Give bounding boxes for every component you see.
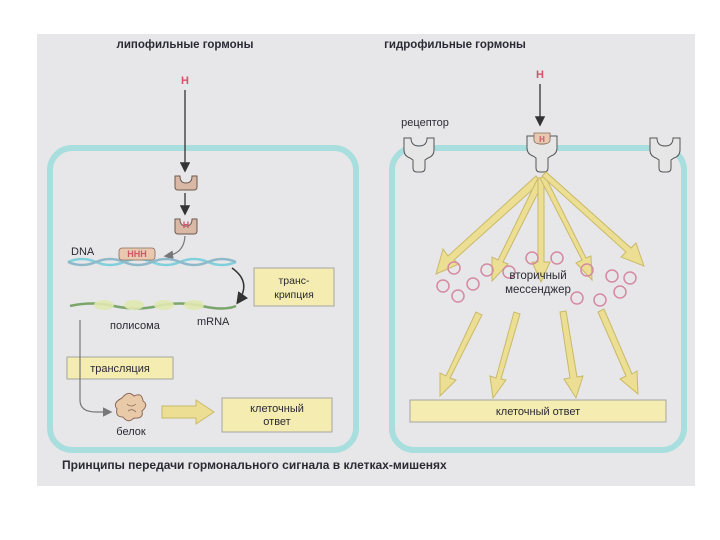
receptor-bound-hormone-right: H: [539, 135, 545, 144]
to-cell-response-arrow: [161, 399, 215, 425]
receptor-label: рецептор: [401, 117, 449, 129]
second-messenger-line2: мессенджер: [505, 284, 571, 296]
translation-box: [66, 356, 174, 380]
heading-hydrophilic: гидрофильные гормоны: [384, 39, 526, 51]
complex-to-dna-arrow: [163, 235, 186, 260]
left-cell-response-line1: клеточный: [250, 403, 304, 415]
left-cell-membrane: [47, 145, 359, 453]
dna-bound-hormones: HHH: [127, 249, 147, 259]
receptor-bound-hormone: H: [183, 220, 190, 230]
dna-strand-b: [67, 257, 237, 267]
right-cell-response-box: [409, 399, 667, 423]
left-cell-response-line2: ответ: [263, 416, 290, 428]
left-cell-response-box: [221, 397, 333, 433]
right-hormone: H: [536, 69, 544, 81]
cytoplasmic-receptor-icon: [174, 175, 198, 191]
heading-lipophilic: липофильные гормоны: [117, 39, 254, 51]
transcription-label-line2: крипция: [274, 289, 314, 301]
receptor-icon-right: [649, 137, 681, 173]
transcription-label-line1: транс-: [278, 275, 310, 287]
polysome-label: полисома: [110, 320, 161, 332]
translation-arrow: [79, 320, 113, 417]
translation-label: трансляция: [90, 363, 150, 375]
protein-icon: [114, 392, 147, 422]
effector-arrows: [439, 308, 639, 400]
second-messenger-line1: вторичный: [509, 270, 566, 282]
second-messenger-molecules: [436, 251, 637, 307]
polysome-ribosomes-icon: [94, 300, 204, 310]
signal-amplification-arrows: [435, 171, 645, 284]
left-hormone: H: [181, 75, 189, 87]
dna-label: DNA: [71, 246, 95, 258]
mrna-label: mRNA: [197, 316, 230, 328]
receptor-icon-left: [403, 137, 435, 173]
protein-label: белок: [116, 426, 146, 438]
receptor-icon-center: [526, 132, 558, 173]
transcription-box: [253, 267, 335, 307]
hormone-receptor-complex-icon: [174, 218, 198, 235]
figure-caption: Принципы передачи гормонального сигнала …: [62, 458, 447, 472]
dna-bound-complex-icon: [118, 247, 156, 261]
transcription-arrow: [231, 267, 249, 305]
right-cell-response-label: клеточный ответ: [496, 406, 580, 418]
